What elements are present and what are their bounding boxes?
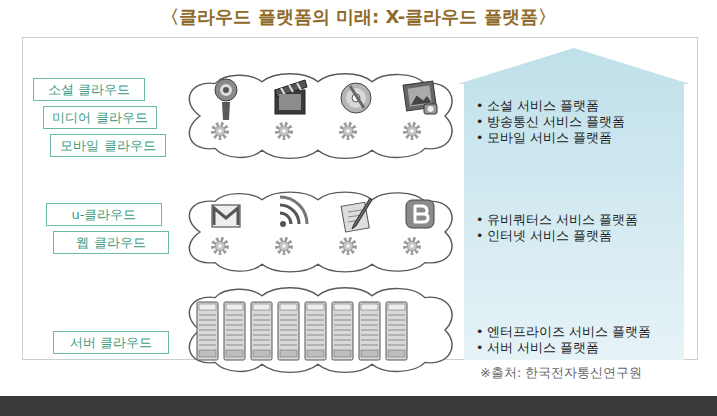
cloud-label-box: 웹 클라우드 xyxy=(53,231,169,254)
box-label: 서버 클라우드 xyxy=(70,334,152,352)
cloud-label-box: 서버 클라우드 xyxy=(53,331,169,354)
footer-bar xyxy=(0,396,717,416)
box-label: 소셜 클라우드 xyxy=(48,81,130,99)
box-label: 웹 클라우드 xyxy=(76,234,145,252)
cloud-label-box: 소셜 클라우드 xyxy=(33,78,145,101)
source-caption: ※출처: 한국전자통신연구원 xyxy=(480,364,642,382)
bullet-item: • 방송통신 서비스 플랫폼 xyxy=(476,114,625,131)
box-label: 미디어 클라우드 xyxy=(52,109,147,127)
diagram-title: 〈클라우드 플랫폼의 미래: X-클라우드 플랫폼〉 xyxy=(0,5,717,29)
bullet-item: • 서버 서비스 플랫폼 xyxy=(476,340,599,357)
bullet-item: • 모바일 서비스 플랫폼 xyxy=(476,130,612,147)
upward-arrow: • 소셜 서비스 플랫폼• 방송통신 서비스 플랫폼• 모바일 서비스 플랫폼 •… xyxy=(458,48,690,360)
bullet-item: • 인터넷 서비스 플랫폼 xyxy=(476,228,612,245)
box-label: 모바일 클라우드 xyxy=(60,137,155,155)
cloud-label-box: u-클라우드 xyxy=(46,203,162,226)
box-label: u-클라우드 xyxy=(72,206,137,224)
bullet-item: • 엔터프라이즈 서비스 플랫폼 xyxy=(476,324,651,341)
bullet-item: • 소셜 서비스 플랫폼 xyxy=(476,98,599,115)
arrow-shape xyxy=(458,48,690,360)
bullet-item: • 유비쿼터스 서비스 플랫폼 xyxy=(476,212,638,229)
cloud-label-box: 모바일 클라우드 xyxy=(50,134,166,157)
cloud-label-box: 미디어 클라우드 xyxy=(43,106,157,129)
